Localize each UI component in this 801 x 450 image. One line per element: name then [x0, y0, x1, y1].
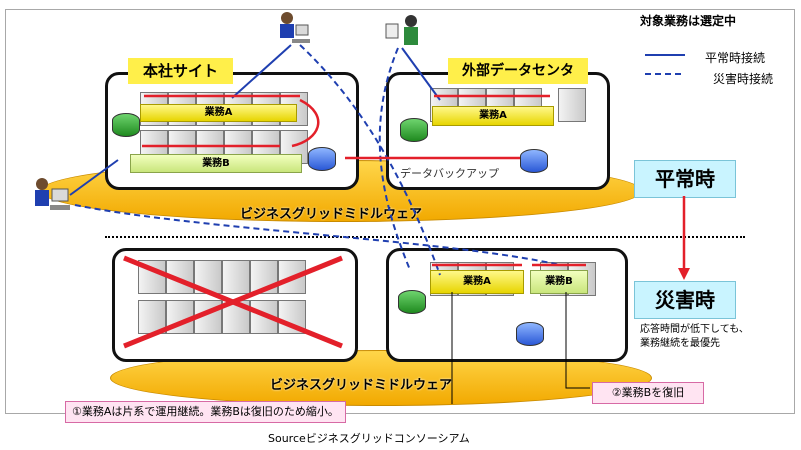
user-computer-icon: [384, 14, 418, 50]
disaster-note-line1: 応答時間が低下しても、: [640, 324, 749, 335]
legend-lines: [645, 54, 685, 75]
callout-restore-b: ②業務Bを復旧: [592, 382, 704, 404]
user-computer-icon: [32, 177, 70, 213]
source-credit: Sourceビジネスグリッドコンソーシアム: [268, 432, 470, 445]
external-blue-storage-icon: [520, 149, 548, 173]
legend-disaster-label: 災害時接続: [713, 72, 774, 86]
external-datacenter-label: 外部データセンタ: [448, 58, 588, 84]
surviving-workload-b: 業務B: [530, 270, 588, 294]
hq-green-storage-icon: [112, 113, 140, 137]
section-divider: [105, 236, 745, 238]
external-green-storage-icon: [400, 118, 428, 142]
external-workload-a: 業務A: [432, 106, 554, 126]
hq-workload-a: 業務A: [140, 104, 297, 122]
middleware-label-top: ビジネスグリッドミドルウェア: [240, 207, 423, 222]
legend-normal-label: 平常時接続: [705, 51, 766, 65]
data-backup-label: データバックアップ: [400, 167, 499, 180]
hq-blue-storage-icon: [308, 147, 336, 171]
normal-state-badge: 平常時: [634, 160, 736, 198]
user-computer-icon: [276, 11, 310, 47]
failure-cross-icon: [123, 255, 343, 349]
header-status-label: 対象業務は選定中: [640, 14, 737, 28]
surviving-workload-a: 業務A: [430, 270, 524, 294]
disaster-state-badge: 災害時: [634, 281, 736, 319]
middleware-label-bottom: ビジネスグリッドミドルウェア: [270, 378, 453, 393]
failed-server: [278, 300, 306, 334]
hq-workload-b: 業務B: [130, 154, 302, 173]
surviving-green-storage-icon: [398, 290, 426, 314]
external-server: [558, 88, 586, 122]
callout-continue-a: ①業務Aは片系で運用継続。業務Bは復旧のため縮小。: [65, 401, 346, 423]
disaster-note-line2: 業務継続を最優先: [640, 338, 720, 349]
hq-site-label: 本社サイト: [128, 58, 233, 84]
surviving-blue-storage-icon: [516, 322, 544, 346]
